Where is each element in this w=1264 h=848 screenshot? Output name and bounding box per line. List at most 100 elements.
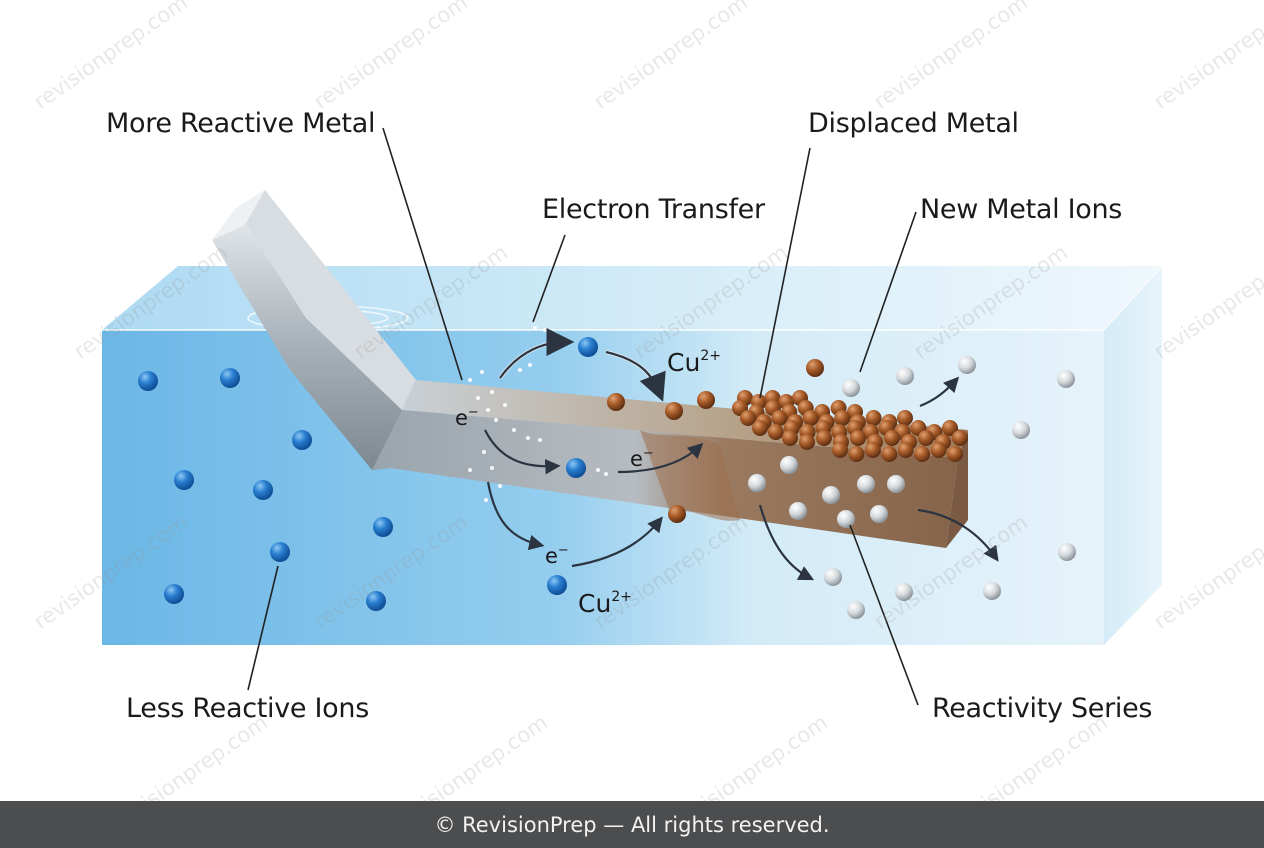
blue-ion bbox=[174, 470, 194, 490]
electron-dot bbox=[490, 466, 494, 470]
cu-ion-label-top: Cu2+ bbox=[667, 348, 721, 377]
copper-atom-deposit bbox=[864, 442, 881, 458]
copper-atom-deposit bbox=[816, 430, 832, 446]
copper-atom-deposit bbox=[848, 446, 865, 462]
label-more-reactive-metal: More Reactive Metal bbox=[106, 108, 376, 139]
arrow-electron-mid bbox=[484, 429, 561, 475]
silver-ion bbox=[847, 601, 865, 619]
blue-ion bbox=[270, 542, 290, 562]
displaced-metal-deposit bbox=[732, 390, 968, 462]
copper-atom-deposit bbox=[802, 410, 819, 426]
electron-dot bbox=[468, 378, 472, 382]
blue-ion bbox=[547, 575, 567, 595]
copper-atom-deposit bbox=[767, 424, 784, 440]
copper-atom-deposit bbox=[942, 420, 958, 436]
silver-ion bbox=[842, 379, 860, 397]
electron-dot bbox=[482, 450, 486, 454]
electron-dot bbox=[494, 418, 498, 422]
copper-atoms-loose bbox=[607, 359, 824, 523]
silver-ion bbox=[896, 367, 914, 385]
silver-ion bbox=[887, 475, 905, 493]
silver-ion bbox=[748, 474, 766, 492]
copper-atom bbox=[607, 393, 625, 411]
label-less-reactive-ions: Less Reactive Ions bbox=[126, 693, 369, 724]
blue-ion bbox=[373, 517, 393, 537]
leader-electron-transfer bbox=[532, 234, 566, 323]
solution-top-surface bbox=[102, 266, 1162, 330]
copper-atom-deposit bbox=[850, 430, 866, 446]
blue-ion bbox=[164, 584, 184, 604]
electron-dot bbox=[538, 438, 542, 442]
copper-atom-deposit bbox=[834, 410, 851, 426]
solution-side-face bbox=[1104, 266, 1162, 645]
blue-ion bbox=[566, 458, 586, 478]
copper-atom-deposit bbox=[865, 410, 882, 426]
arrow-electron-down bbox=[486, 481, 545, 551]
blue-ion bbox=[253, 480, 273, 500]
copper-atom-deposit bbox=[832, 442, 848, 458]
electron-dot bbox=[528, 363, 532, 367]
chemistry-annotations: Cu2+ Cu2+ e− e− e− bbox=[455, 348, 721, 618]
silver-ion bbox=[837, 510, 855, 528]
electron-dot bbox=[468, 468, 472, 472]
blue-ion bbox=[220, 368, 240, 388]
silver-ion bbox=[780, 456, 798, 474]
copper-atom bbox=[697, 391, 715, 409]
silver-ion bbox=[1058, 543, 1076, 561]
leader-more-reactive-metal bbox=[382, 127, 463, 381]
silver-ion bbox=[895, 583, 913, 601]
electron-label-1: e− bbox=[455, 405, 479, 430]
arrow-e-mid-to-bar bbox=[617, 442, 704, 474]
silver-ion bbox=[870, 505, 888, 523]
copper-atom-deposit bbox=[930, 442, 947, 458]
blue-ion bbox=[578, 337, 598, 357]
copper-atom-deposit bbox=[771, 410, 788, 426]
silver-ion bbox=[822, 486, 840, 504]
electron-dot bbox=[490, 390, 494, 394]
copper-atom-deposit bbox=[914, 446, 931, 462]
electron-dot bbox=[498, 484, 502, 488]
electron-dot bbox=[476, 396, 480, 400]
copper-atom-deposit bbox=[952, 430, 968, 446]
electron-trail-dots bbox=[468, 326, 608, 502]
electron-dot bbox=[518, 368, 522, 372]
electron-dot bbox=[533, 326, 537, 330]
electron-label-3: e− bbox=[545, 543, 569, 568]
arrow-e-low-to-bar bbox=[571, 516, 663, 568]
electron-dot bbox=[526, 436, 530, 440]
copper-atom-deposit bbox=[799, 434, 815, 450]
silver-ion bbox=[983, 582, 1001, 600]
copper-atom-deposit bbox=[782, 430, 798, 446]
arrow-ion-out-top bbox=[919, 376, 960, 408]
electron-label-2: e− bbox=[630, 446, 654, 471]
copyright-footer: © RevisionPrep — All rights reserved. bbox=[0, 801, 1264, 848]
blue-ion bbox=[292, 430, 312, 450]
footer-text: © RevisionPrep — All rights reserved. bbox=[434, 812, 830, 837]
copper-atom bbox=[665, 402, 683, 420]
label-new-metal-ions: New Metal Ions bbox=[920, 194, 1123, 225]
new-metal-ions-group bbox=[748, 356, 1076, 619]
silver-ion bbox=[857, 475, 875, 493]
leader-reactivity-series bbox=[849, 524, 919, 706]
electron-dot bbox=[604, 472, 608, 476]
silver-ion bbox=[1057, 370, 1075, 388]
silver-ion bbox=[824, 568, 842, 586]
blue-ion bbox=[366, 591, 386, 611]
cu-ion-label-bottom: Cu2+ bbox=[578, 589, 632, 618]
blue-ion bbox=[138, 371, 158, 391]
electron-dot bbox=[486, 408, 490, 412]
label-displaced-metal: Displaced Metal bbox=[808, 108, 1019, 139]
electron-dot bbox=[503, 403, 507, 407]
copper-atom-deposit bbox=[752, 420, 768, 436]
electron-dot bbox=[553, 332, 557, 336]
electron-dot bbox=[480, 370, 484, 374]
copper-atom-deposit bbox=[884, 430, 900, 446]
copper-atom-deposit bbox=[947, 446, 963, 462]
silver-ion bbox=[789, 502, 807, 520]
leader-displaced-metal bbox=[759, 147, 811, 399]
electron-dot bbox=[543, 328, 547, 332]
copper-atom bbox=[806, 359, 824, 377]
silver-ion bbox=[958, 356, 976, 374]
label-electron-transfer: Electron Transfer bbox=[542, 194, 765, 225]
